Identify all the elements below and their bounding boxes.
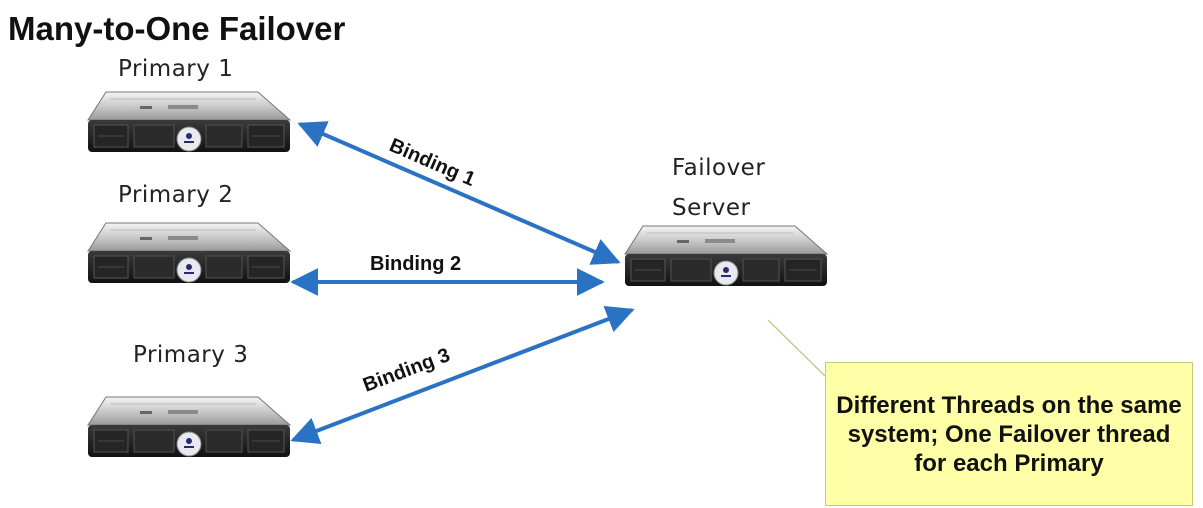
callout-connector <box>767 319 826 377</box>
diagram-title: Many-to-One Failover <box>8 10 346 47</box>
failover-server-icon <box>624 225 828 287</box>
primary-3-server-icon <box>87 396 291 458</box>
failover-label-line2: Server <box>672 195 751 221</box>
note-callout: Different Threads on the same system; On… <box>825 362 1193 506</box>
primary-3-label: Primary 3 <box>133 342 249 368</box>
failover-server-label: Failover Server <box>672 148 765 228</box>
primary-2-server-icon <box>87 222 291 284</box>
primary-1-server-icon <box>87 91 291 153</box>
binding-3-label: Binding 3 <box>360 344 453 397</box>
primary-1-label: Primary 1 <box>118 56 234 82</box>
binding-1-arrow <box>297 121 621 265</box>
binding-3-arrow <box>290 305 635 445</box>
binding-2-label: Binding 2 <box>370 253 461 275</box>
primary-2-label: Primary 2 <box>118 182 234 208</box>
failover-label-line1: Failover <box>672 155 766 181</box>
